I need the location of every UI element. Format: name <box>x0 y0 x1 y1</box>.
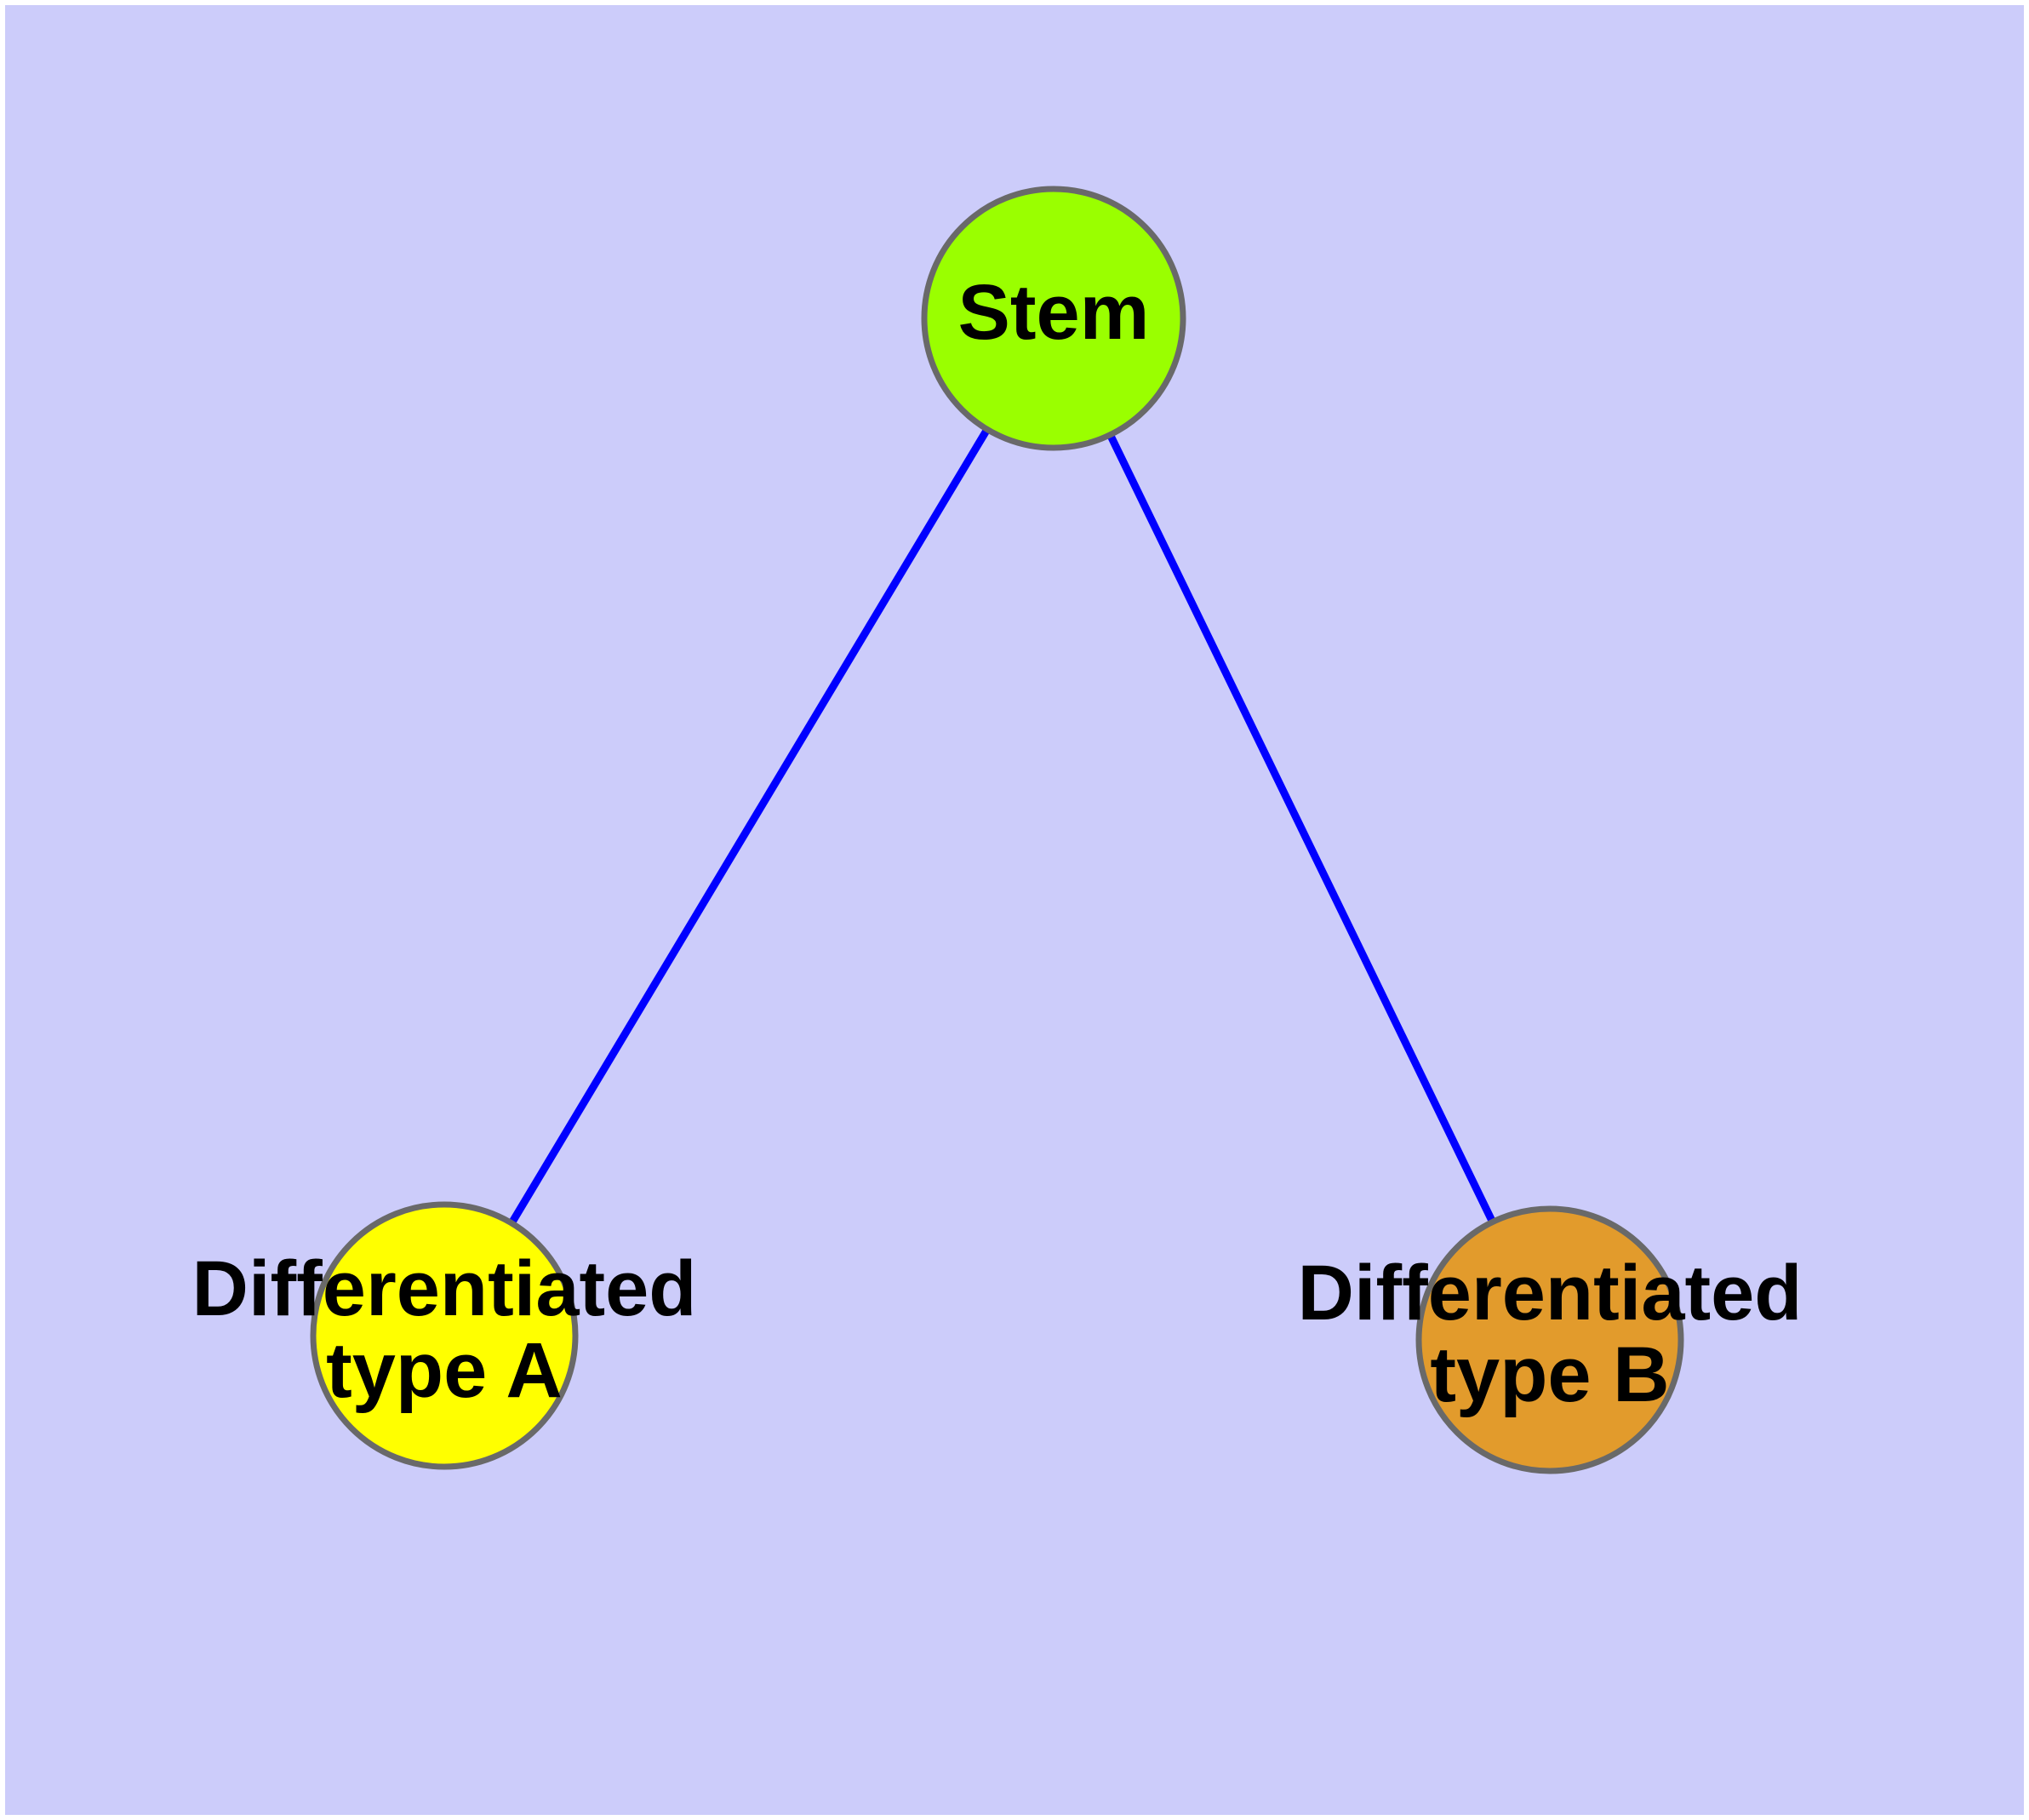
graph-node-label-line: type A <box>326 1327 563 1414</box>
graph-node-diff_b[interactable] <box>1415 1205 1684 1474</box>
graph-node-diff_a[interactable] <box>310 1201 579 1470</box>
graph-node-label-line: Differentiated <box>1298 1250 1803 1336</box>
edges-layer <box>507 426 1497 1227</box>
graph-node-label-line: Differentiated <box>192 1245 697 1332</box>
graph-edge-stem-diff_a[interactable] <box>507 426 992 1227</box>
graph-node-label-line: type B <box>1430 1331 1669 1418</box>
graph-node-stem[interactable] <box>921 186 1186 451</box>
graph-node-label-line: Stem <box>958 269 1150 356</box>
nodes-layer <box>310 186 1684 1474</box>
graph-node-label-stem: Stem <box>958 269 1150 356</box>
graph-edge-stem-diff_b[interactable] <box>1106 431 1497 1226</box>
